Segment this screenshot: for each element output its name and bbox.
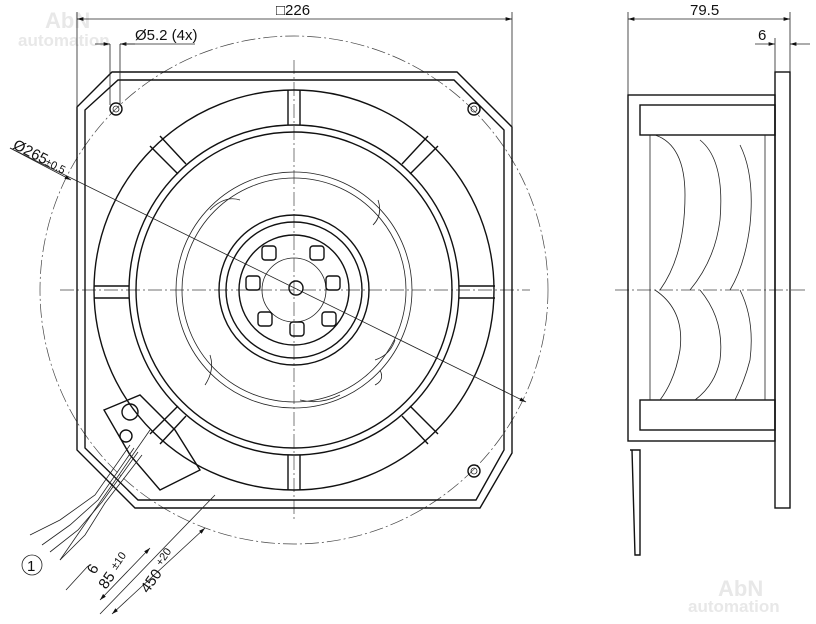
motor-body bbox=[627, 94, 776, 442]
mounting-holes bbox=[109, 102, 481, 478]
svg-text:automation: automation bbox=[688, 597, 780, 616]
callout-number: 1 bbox=[27, 558, 35, 575]
side-cable bbox=[630, 449, 641, 556]
watermark-bottom: AbN automation bbox=[688, 576, 780, 616]
housing-outline bbox=[76, 71, 513, 509]
svg-text:automation: automation bbox=[18, 31, 110, 50]
side-view: 79.5 6 bbox=[615, 2, 810, 556]
flange-dimension: 6 bbox=[758, 27, 766, 44]
circle-tolerance: ±0.5 bbox=[43, 156, 67, 176]
svg-text:AbN: AbN bbox=[718, 576, 763, 601]
depth-dimension: 79.5 bbox=[690, 2, 719, 19]
svg-text:AbN: AbN bbox=[45, 8, 90, 33]
hole-dimension: Ø5.2 (4x) bbox=[135, 27, 198, 44]
cable-wires bbox=[29, 444, 143, 561]
square-dimension: □226 bbox=[276, 2, 310, 19]
front-view: 1 □226 Ø5.2 (4x) Ø265 ±0.5 6 85 ±10 4 bbox=[9, 2, 549, 615]
lead-length-tol: ±10 bbox=[109, 550, 129, 572]
cable-length-tol: +20 bbox=[154, 546, 175, 568]
hub-slots bbox=[245, 245, 341, 337]
callout-circle bbox=[21, 554, 43, 576]
cable-gland bbox=[102, 394, 202, 491]
